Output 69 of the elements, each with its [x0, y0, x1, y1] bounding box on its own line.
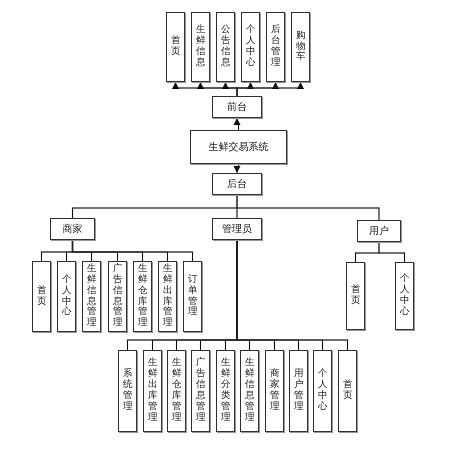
box-label: 生鲜仓库管理	[172, 358, 182, 424]
box-label: 订单管理	[188, 274, 198, 318]
box-label: 首页	[170, 36, 180, 58]
module-box	[143, 350, 162, 432]
process-box	[212, 173, 262, 195]
module-box	[216, 350, 235, 432]
module-box	[82, 261, 101, 332]
module-box	[191, 350, 210, 432]
box-label: 广告信息管理	[112, 264, 122, 330]
box-label: 生鲜交易系统	[208, 140, 268, 154]
module-box	[216, 12, 235, 82]
box-label: 个人中心	[318, 369, 328, 413]
module-box	[57, 261, 76, 332]
box-label: 个人中心	[246, 25, 256, 69]
module-box	[313, 350, 332, 432]
box-label: 公告信息	[220, 25, 230, 69]
process-box	[357, 220, 401, 242]
connector-line	[236, 240, 348, 350]
module-box	[166, 12, 185, 82]
module-box	[240, 350, 259, 432]
process-box	[212, 96, 262, 118]
box-label: 商家	[62, 222, 82, 236]
box-label: 后台	[227, 178, 247, 191]
box-label: 首页	[342, 380, 352, 402]
module-box	[346, 262, 365, 330]
box-label: 个人中心	[400, 274, 410, 318]
box-label: 前台	[227, 100, 247, 114]
box-label: 首页	[350, 285, 360, 307]
module-box	[395, 262, 414, 330]
process-box	[190, 130, 287, 164]
box-label: 生鲜信息管理	[86, 264, 96, 330]
module-box	[241, 12, 260, 82]
box-label: 购物车	[296, 30, 306, 64]
box-label: 商家管理	[270, 369, 280, 413]
box-label: 个人中心	[62, 274, 72, 318]
box-label: 生鲜分类管理	[220, 358, 230, 424]
process-box	[50, 218, 95, 240]
box-label: 生鲜仓库管理	[138, 264, 148, 330]
box-label: 广告信息管理	[196, 358, 206, 424]
module-box	[338, 350, 357, 432]
box-label: 生鲜出库管理	[148, 358, 158, 424]
module-box	[291, 12, 310, 82]
module-box	[133, 261, 152, 332]
box-label: 管理员	[222, 223, 252, 236]
box-label: 用户管理	[294, 369, 304, 413]
box-label: 生鲜出库管理	[162, 264, 172, 330]
module-box	[32, 261, 51, 332]
box-label: 用户	[369, 224, 389, 238]
box-label: 生鲜信息管理	[244, 358, 254, 424]
module-box	[289, 350, 308, 432]
connector-line	[236, 82, 304, 96]
box-label: 系统管理	[122, 369, 132, 413]
module-box	[108, 261, 127, 332]
module-box	[118, 350, 137, 432]
box-label: 后台管理	[270, 25, 280, 69]
connector-line	[72, 240, 194, 261]
box-label: 首页	[36, 286, 46, 308]
connector-line	[234, 164, 240, 173]
process-box	[212, 218, 262, 240]
box-label: 生鲜信息	[196, 25, 206, 69]
module-box	[183, 261, 202, 332]
connector-line	[236, 195, 380, 220]
module-box	[167, 350, 186, 432]
module-box	[158, 261, 177, 332]
module-box	[191, 12, 210, 82]
module-box	[265, 350, 284, 432]
connector-line	[378, 242, 406, 262]
module-box	[266, 12, 285, 82]
connector-line	[234, 118, 240, 130]
